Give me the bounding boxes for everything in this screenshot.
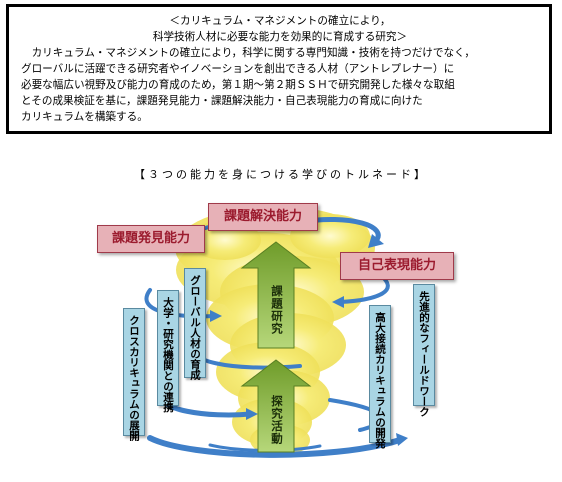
pillar-cross-curriculum: クロスカリキュラムの展開 — [123, 308, 145, 441]
pillar-hs-univ-curriculum: 高大接続カリキュラムの開発 — [369, 305, 391, 449]
intro-body-line-1: カリキュラム・マネジメントの確立により，科学に関する専門知識・技術を持つだけでな… — [21, 47, 475, 59]
pillar-frontier-fieldwork: 先進的なフィールドワーク — [413, 284, 435, 417]
ability-problem-solving: 課題解決能力 — [208, 203, 318, 231]
ability-self-expression: 自己表現能力 — [340, 252, 454, 280]
diagram-title: 【３つの能力を身につける学びのトルネード】 — [134, 168, 428, 181]
swirl-arrowheads — [210, 218, 408, 446]
ability-problem-discovery: 課題発見能力 — [97, 225, 205, 253]
intro-box: ＜カリキュラム・マネジメントの確立により， 科学技術人材に必要な能力を効果的に育… — [6, 4, 552, 134]
pillar-global-talent: グローバル人材の育成 — [184, 268, 206, 380]
intro-body-line-5: カリキュラムを構築する。 — [21, 111, 148, 123]
intro-heading-line-2: 科学技術人材に必要な能力を効果的に育成する研究＞ — [152, 31, 408, 43]
core-label-inquiry: 探究活動 — [270, 395, 284, 445]
core-arrow-lower — [240, 359, 312, 453]
intro-body-line-2: グローバルに活躍できる研究者やイノベーションを創出できる人材（アントレプレナー）… — [21, 63, 455, 75]
core-arrow-upper — [240, 241, 312, 349]
core-label-research: 課題研究 — [270, 285, 284, 335]
intro-heading-line-1: ＜カリキュラム・マネジメントの確立により， — [169, 15, 391, 27]
pillar-university-collaboration: 大学・研究機関との連携 — [157, 290, 179, 413]
intro-body-line-4: とその成果検証を基に，課題発見能力・課題解決能力・自己表現能力の育成に向けた — [21, 95, 423, 107]
intro-body-line-3: 必要な幅広い視野及び能力の育成のため，第１期〜第２期ＳＳＨで研究開発した様々な取… — [21, 79, 455, 91]
